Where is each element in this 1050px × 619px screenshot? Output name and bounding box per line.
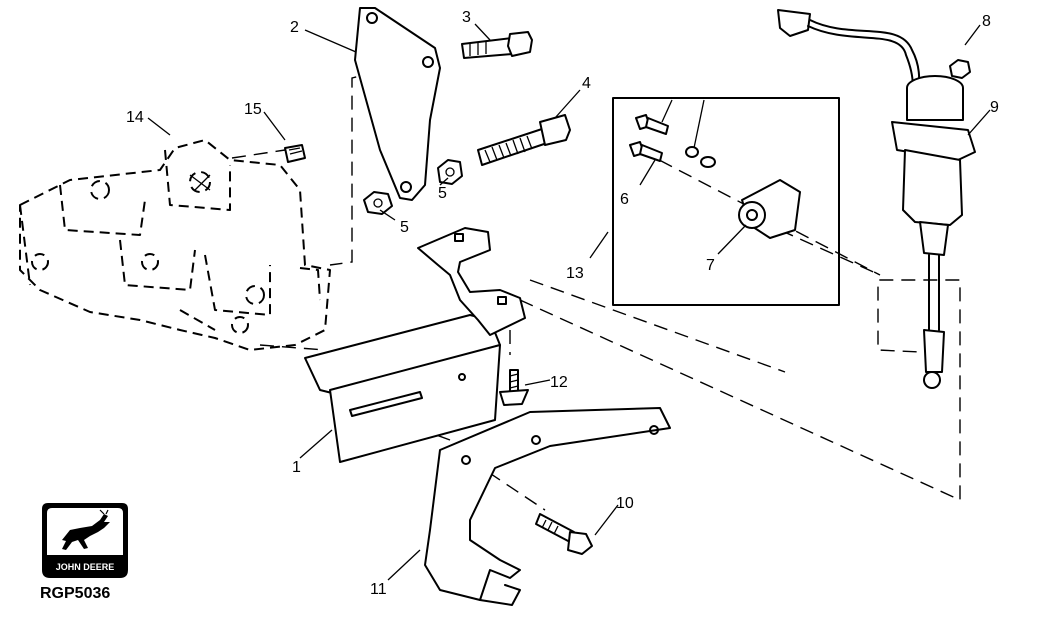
callout-6: 6 — [620, 191, 629, 208]
callout-2: 2 — [290, 19, 299, 36]
callout-4: 4 — [582, 75, 591, 92]
callout-7: 7 — [706, 257, 715, 274]
bolt-part-3 — [461, 31, 533, 59]
callout-10: 10 — [616, 495, 634, 512]
callout-15: 15 — [244, 101, 262, 118]
logo-text: JOHN DEERE — [56, 562, 115, 572]
plug-part-15 — [284, 144, 306, 163]
deer-icon — [62, 509, 110, 550]
callout-1: 1 — [292, 459, 301, 476]
nut-part-8 — [949, 59, 971, 79]
callout-12: 12 — [550, 374, 568, 391]
valve-body-part-14 — [19, 139, 331, 351]
callout-9: 9 — [990, 99, 999, 116]
callout-5b: 5 — [438, 185, 447, 202]
figure-code: RGP5036 — [40, 585, 110, 602]
bracket-part-1 — [304, 227, 526, 463]
bolt-part-10 — [535, 513, 593, 555]
nut-part-5a — [363, 191, 393, 215]
bolt-part-12 — [499, 369, 529, 406]
callout-14: 14 — [126, 109, 144, 126]
callout-3: 3 — [462, 9, 471, 26]
stud-part-4 — [477, 114, 571, 166]
bracket-part-11 — [424, 407, 671, 606]
callout-13: 13 — [566, 265, 584, 282]
callout-11: 11 — [370, 581, 387, 598]
callout-8: 8 — [982, 13, 991, 30]
inset-kit-part-13 — [612, 97, 840, 306]
solenoid-part-9 — [777, 9, 976, 389]
leader-lines — [147, 23, 991, 581]
callout-5a: 5 — [400, 219, 409, 236]
callout-labels: 1 2 3 4 5 5 6 7 8 9 10 11 12 13 14 15 — [126, 9, 999, 598]
plate-part-2 — [354, 7, 441, 201]
nut-part-5b — [437, 159, 463, 185]
john-deere-logo: JOHN DEERE — [42, 503, 128, 578]
